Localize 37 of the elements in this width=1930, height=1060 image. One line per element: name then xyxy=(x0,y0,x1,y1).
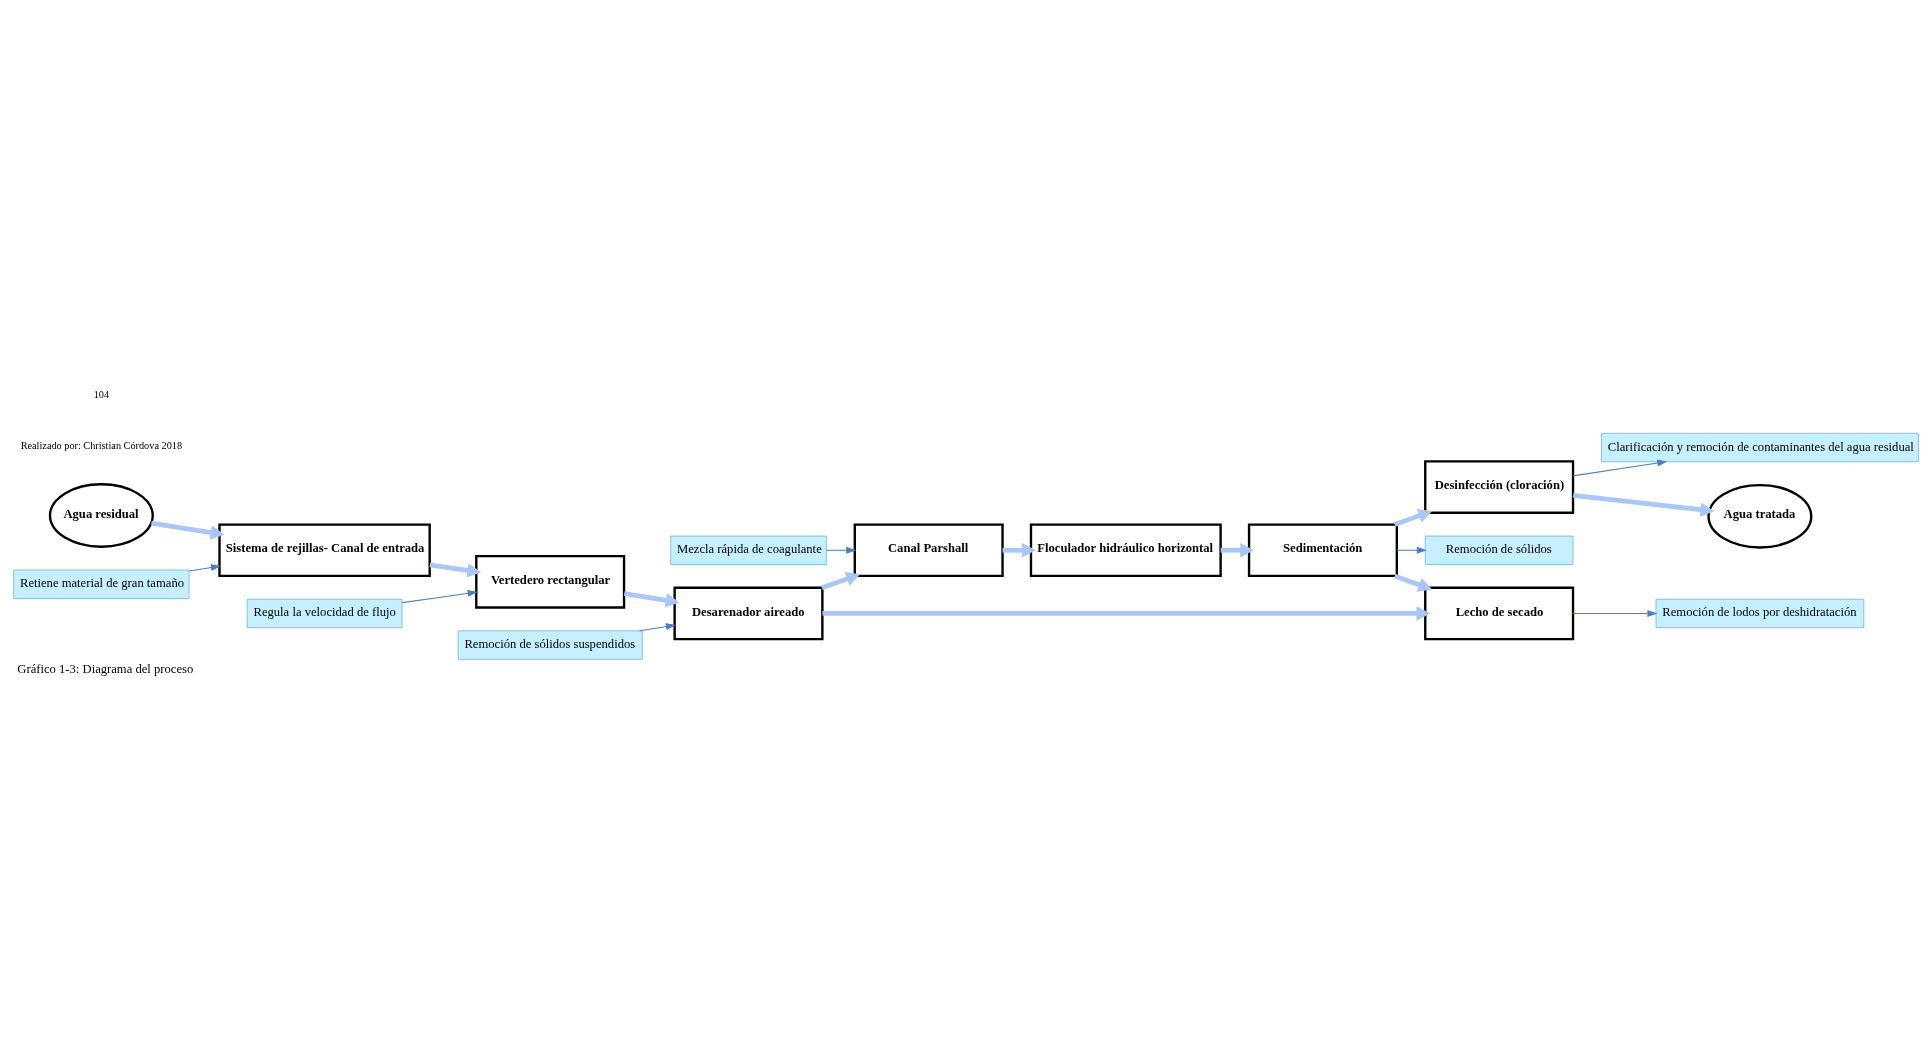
node-box: Mezcla rápida de coagulante xyxy=(670,535,827,565)
arrow xyxy=(1393,573,1433,592)
node-box: Remoción de lodos por deshidratación xyxy=(1655,598,1865,628)
node-box: Vertedero rectangular xyxy=(475,554,626,609)
node-box: Remoción de sólidos suspendidos xyxy=(457,629,643,660)
node-box: Lecho de secado xyxy=(1424,586,1575,640)
arrow xyxy=(826,546,857,554)
arrow xyxy=(822,605,1431,621)
arrow xyxy=(1396,546,1427,554)
arrow xyxy=(150,520,225,540)
node-box: Sistema de rejillas- Canal de entrada xyxy=(218,522,431,577)
arrow xyxy=(1393,508,1433,527)
node-box: Desarenador aireado xyxy=(673,586,824,640)
node-box: Remoción de sólidos xyxy=(1424,535,1574,565)
node-box: Floculador hidráulico horizontal xyxy=(1029,522,1222,577)
arrow xyxy=(1572,492,1715,517)
label: Realizado por: Christian Córdova 2018 xyxy=(20,439,183,451)
node-box: Desinfección (cloración) xyxy=(1424,459,1575,514)
node-box: Clarificación y remoción de contaminantes del agua residual xyxy=(1601,432,1919,462)
caption: Gráfico 1-3: Diagrama del proceso xyxy=(17,661,194,676)
node-ellipse: Agua tratada xyxy=(1707,483,1813,549)
node-box: Canal Parshall xyxy=(853,522,1004,577)
arrow xyxy=(821,571,861,590)
node-ellipse: Agua residual xyxy=(48,482,154,548)
arrow xyxy=(1002,542,1036,557)
arrow xyxy=(639,622,676,631)
arrow xyxy=(188,563,221,571)
node-box: Regula la velocidad de flujo xyxy=(246,598,403,628)
node-box: Retiene material de gran tamaño xyxy=(13,569,190,599)
arrow xyxy=(401,589,478,603)
arrow xyxy=(429,562,482,577)
arrow xyxy=(1220,542,1254,557)
label: 104 xyxy=(93,388,110,400)
node-box: Sedimentación xyxy=(1247,522,1398,577)
arrow xyxy=(623,590,680,607)
arrow xyxy=(1572,459,1668,476)
arrow xyxy=(1572,609,1658,617)
